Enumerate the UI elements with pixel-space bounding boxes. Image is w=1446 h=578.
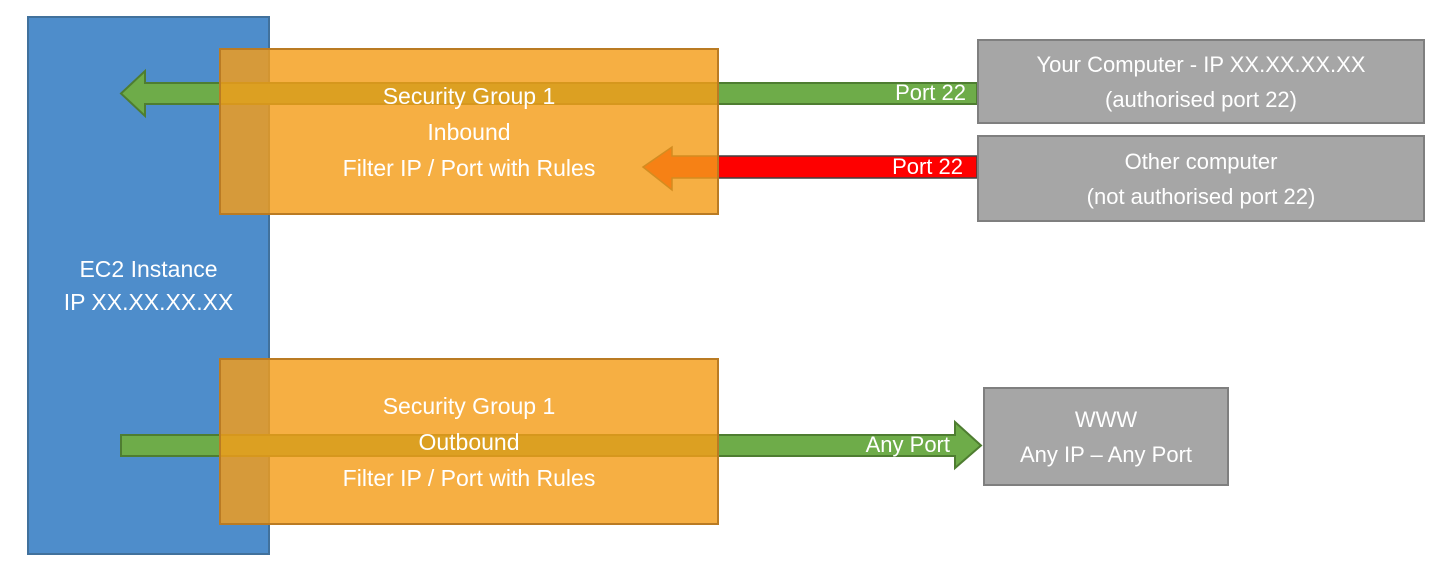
other-computer-note: (not authorised port 22) bbox=[1086, 183, 1316, 209]
security-group-inbound-box: Security Group 1 Inbound Filter IP / Por… bbox=[219, 48, 719, 215]
inbound-blocked-port-label: Port 22 bbox=[892, 154, 963, 179]
security-group-outbound-title: Security Group 1 bbox=[382, 392, 556, 419]
ec2-instance-ip: IP XX.XX.XX.XX bbox=[63, 288, 234, 315]
www-note: Any IP – Any Port bbox=[1019, 441, 1193, 467]
outbound-allowed-port-label: Any Port bbox=[865, 432, 950, 457]
security-group-inbound-rule: Filter IP / Port with Rules bbox=[342, 154, 596, 181]
your-computer-label: Your Computer - IP XX.XX.XX.XX bbox=[1036, 51, 1366, 77]
other-computer-label: Other computer bbox=[1124, 148, 1278, 174]
inbound-allowed-port-label: Port 22 bbox=[895, 80, 966, 105]
www-label: WWW bbox=[1074, 406, 1138, 432]
other-computer-box: Other computer (not authorised port 22) bbox=[977, 135, 1425, 222]
security-group-outbound-box: Security Group 1 Outbound Filter IP / Po… bbox=[219, 358, 719, 525]
your-computer-note: (authorised port 22) bbox=[1105, 86, 1297, 112]
www-box: WWW Any IP – Any Port bbox=[983, 387, 1229, 486]
security-group-outbound-rule: Filter IP / Port with Rules bbox=[342, 464, 596, 491]
your-computer-box: Your Computer - IP XX.XX.XX.XX (authoris… bbox=[977, 39, 1425, 124]
security-group-inbound-direction: Inbound bbox=[427, 118, 511, 145]
security-group-outbound-direction: Outbound bbox=[418, 428, 520, 455]
security-group-inbound-title: Security Group 1 bbox=[382, 82, 556, 109]
ec2-instance-name: EC2 Instance bbox=[79, 255, 218, 282]
